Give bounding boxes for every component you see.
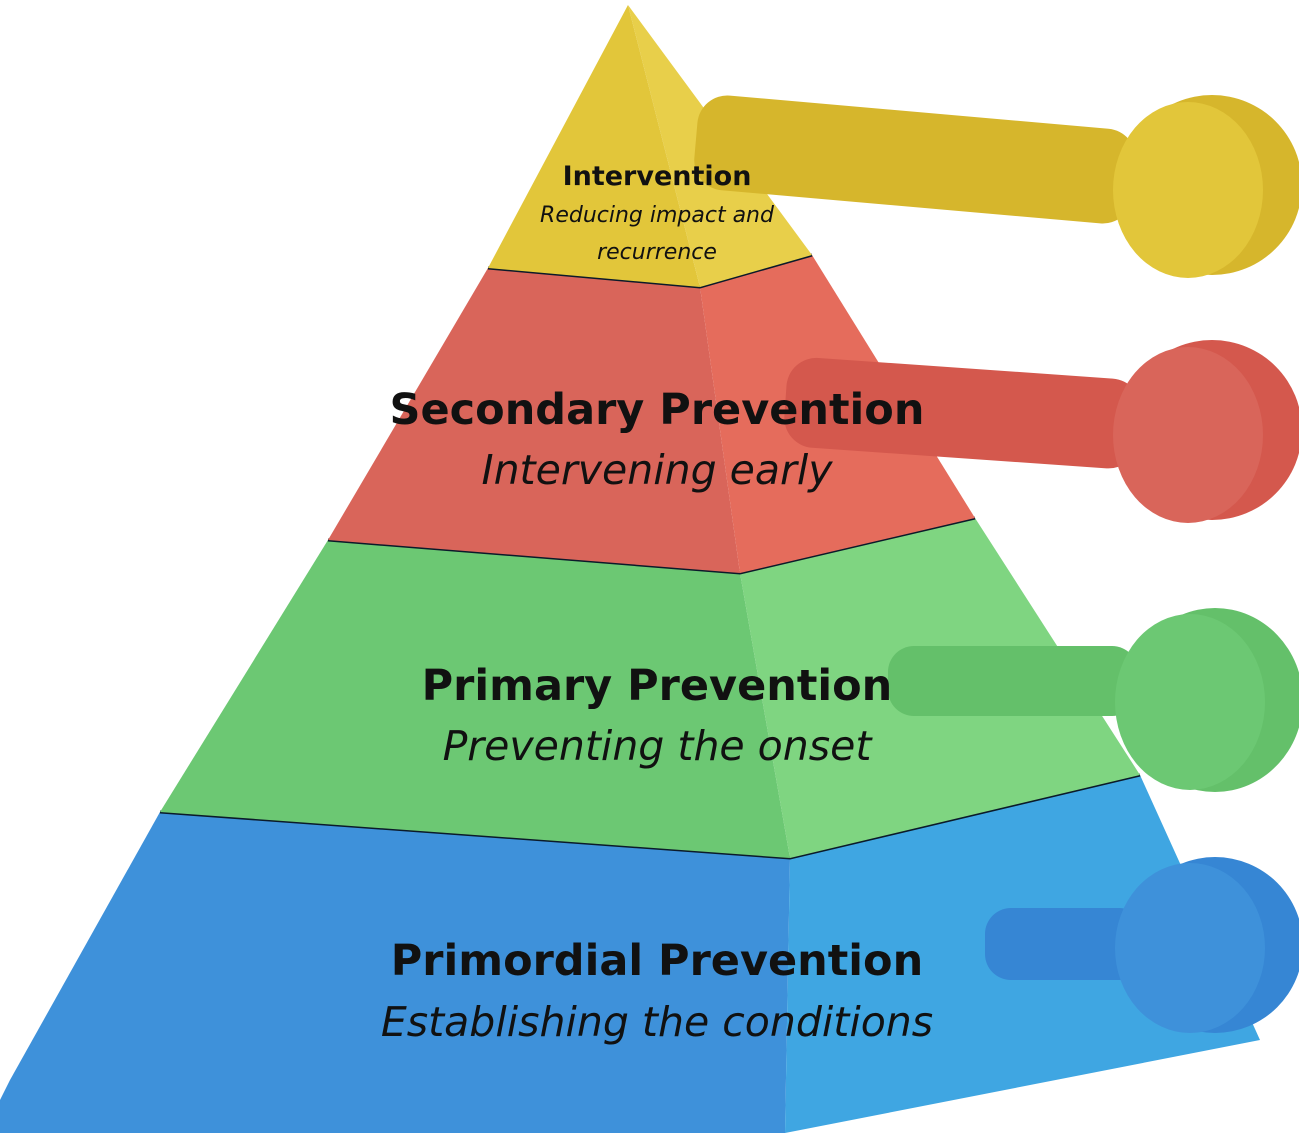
tier-intervention: Intervention Reducing impact and recurre… — [488, 5, 1299, 287]
tier-secondary-front-face — [328, 268, 740, 573]
tier-secondary-title: Secondary Prevention — [390, 385, 925, 435]
handle-primary-knob — [1115, 614, 1265, 790]
tier-intervention-subtitle-line-2: recurrence — [597, 240, 717, 265]
tier-primordial-title: Primordial Prevention — [391, 936, 923, 986]
tier-primary: Primary Prevention Preventing the onset — [160, 516, 1299, 858]
tier-intervention-title: Intervention — [563, 161, 752, 192]
handle-primordial-rod — [985, 908, 1145, 980]
handle-primary — [888, 608, 1299, 792]
tier-primary-subtitle: Preventing the onset — [443, 722, 874, 770]
tier-primary-front-face — [160, 540, 790, 858]
tier-primordial-subtitle: Establishing the conditions — [381, 998, 933, 1046]
handle-intervention-rod — [694, 95, 1136, 224]
tier-primary-title: Primary Prevention — [422, 661, 893, 711]
tier-intervention-front-face — [488, 5, 700, 287]
handle-secondary-knob — [1113, 347, 1263, 523]
handle-primordial — [985, 857, 1299, 1033]
tier-intervention-subtitle-line-1: Reducing impact and — [540, 203, 775, 228]
handle-intervention-knob — [1113, 102, 1263, 278]
handle-intervention — [694, 95, 1299, 278]
handle-secondary-rod — [784, 357, 1141, 469]
tier-primordial-front-face — [0, 812, 790, 1133]
handle-primordial-knob — [1115, 863, 1265, 1033]
tier-secondary-subtitle: Intervening early — [481, 446, 833, 494]
tier-primordial: Primordial Prevention Establishing the c… — [0, 773, 1299, 1133]
tier-secondary: Secondary Prevention Intervening early — [328, 253, 1299, 573]
handle-secondary — [784, 340, 1299, 523]
handle-primary-rod — [888, 646, 1138, 716]
